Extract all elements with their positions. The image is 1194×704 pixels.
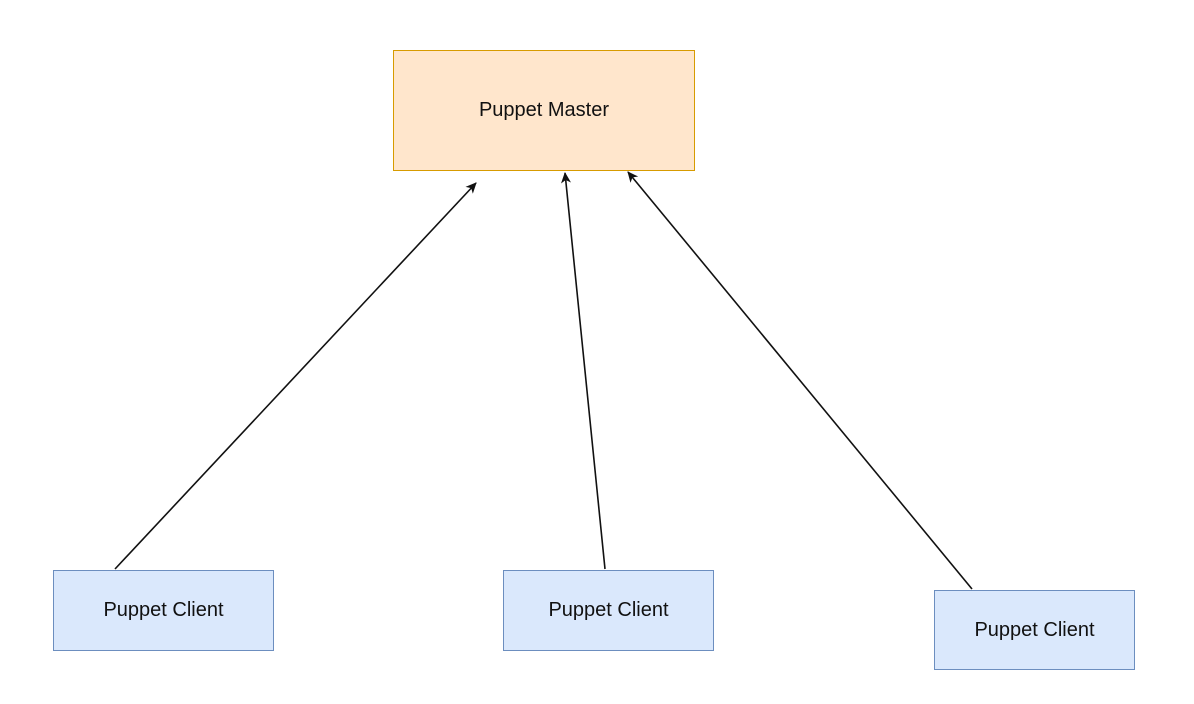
edge-client-1-to-master <box>114 182 477 570</box>
puppet-client-label-3: Puppet Client <box>974 618 1095 641</box>
puppet-client-label-1: Puppet Client <box>103 599 224 621</box>
puppet-master-label: Puppet Master <box>478 99 610 121</box>
puppet-client-node-2[interactable]: Puppet Client <box>503 570 714 651</box>
edge-client-3-to-master <box>627 171 973 590</box>
puppet-master-node[interactable]: Puppet Master <box>393 50 695 171</box>
puppet-client-node-1[interactable]: Puppet Client <box>53 570 274 651</box>
puppet-client-label-2: Puppet Client <box>548 599 669 621</box>
puppet-client-node-3[interactable]: Puppet Client <box>934 590 1135 670</box>
edge-client-2-to-master <box>561 172 606 570</box>
